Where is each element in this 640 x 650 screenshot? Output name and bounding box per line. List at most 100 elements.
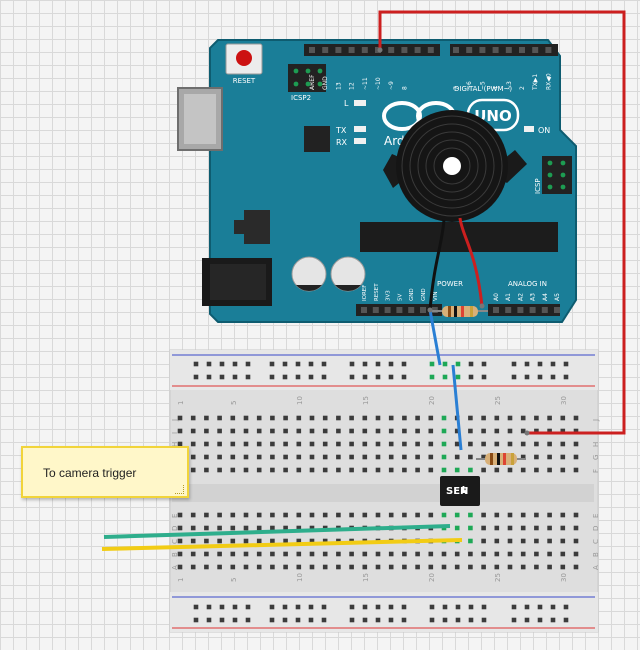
row-letter: C [171,539,179,544]
note-resize-grip[interactable] [175,485,184,494]
power-pin-label: 5V [397,294,403,301]
piezo-buzzer[interactable] [383,110,527,222]
yellow-wire[interactable] [101,538,463,551]
row-letter: J [592,419,600,422]
row-letter: E [171,514,179,518]
brand-text: Ard [384,134,405,148]
top-pin-label: 8 [401,86,408,90]
top-pin-label: 12 [349,82,356,90]
capacitor-left [291,256,327,292]
icsp2-label: ICSP2 [291,94,311,102]
breadboard-center-channel [172,484,594,502]
green-wire[interactable] [103,524,451,539]
column-number: 30 [560,396,568,405]
led-l-label: L [344,99,349,108]
breadboard-labels: 115510101515202025253030JJIIHHGGFFEEDDCC… [171,396,600,582]
icsp2-header [288,64,326,92]
top-pin-label: ~10 [375,77,382,90]
on-label: ON [538,126,550,135]
led-rx-label: RX [336,138,348,147]
row-letter: D [592,526,600,531]
column-number: 1 [177,401,185,405]
top-pin-label: ~3 [506,81,513,90]
sensor-label-suffix: 4 [461,483,468,494]
blue-wire-rail-to-sensor[interactable] [451,364,463,451]
column-number: 15 [362,396,370,405]
sensor-label: SEN [446,486,468,497]
row-letter: A [171,565,179,570]
column-number: 5 [230,578,238,582]
top-pin-label: RX◀0 [545,73,552,90]
camera-trigger-note: To camera trigger [21,446,189,498]
row-letter: A [592,565,600,570]
row-letter: H [171,442,179,447]
row-letter: B [592,552,600,557]
row-letter: D [171,526,179,531]
blue-wire-board-to-rail[interactable] [428,309,442,366]
top-pin-label: GND [322,76,329,90]
column-number: 30 [560,573,568,582]
top-pin-label: ~9 [388,81,395,90]
led-tx-label: TX [335,126,347,135]
breadboard-resistor[interactable] [476,453,526,465]
analog-pin-label: A2 [517,293,524,301]
buzzer-red-lead[interactable] [458,217,484,307]
sensor-chip[interactable]: SEN 4 [440,476,480,506]
digital-header-right [450,44,558,56]
column-number: 25 [494,396,502,405]
column-number: 20 [428,573,436,582]
breadboard[interactable]: 115510101515202025253030JJIIHHGGFFEEDDCC… [169,349,600,633]
on-led [524,126,534,132]
bottom-pin-holes [361,307,560,313]
analog-label: ANALOG IN [508,280,547,288]
power-pin-label: VIN [433,292,439,302]
column-number: 5 [230,401,238,405]
row-letter: G [592,455,600,460]
top-pin-label: 2 [519,86,526,90]
top-pin-label: ~6 [466,81,473,90]
usb-chip [304,126,330,152]
row-letter: H [592,442,600,447]
board-resistor[interactable] [432,306,488,317]
row-letter: C [592,539,600,544]
column-number: 10 [296,573,304,582]
top-pin-label: 13 [335,82,342,90]
analog-pin-label: A5 [554,293,561,301]
power-pin-label: RESET [374,283,380,301]
reset-button[interactable] [225,43,263,75]
power-pin-label: IOREF [362,285,368,301]
column-number: 1 [177,578,185,582]
breadboard-holes [177,361,579,623]
red-trigger-wire[interactable] [378,10,626,435]
voltage-regulator [244,210,270,244]
capacitor-right [330,256,366,292]
led-l [354,100,366,106]
column-number: 15 [362,573,370,582]
top-pin-label: 7 [453,86,460,90]
row-letter: F [592,469,600,473]
analog-pin-label: A1 [505,293,512,301]
top-pin-label: AREF [309,74,316,90]
microcontroller-chip [360,222,558,252]
power-label: POWER [437,280,463,288]
column-number: 20 [428,396,436,405]
icsp-label: ICSP [534,178,542,194]
column-number: 25 [494,573,502,582]
reset-label: RESET [233,77,256,85]
row-letter: I [171,432,179,434]
top-pin-label: ~5 [479,81,486,90]
power-pin-label: GND [421,288,427,301]
row-letter: E [592,514,600,518]
power-pin-label: GND [409,288,415,301]
top-pin-label: ~11 [362,77,369,90]
row-letter: B [171,552,179,557]
power-pin-label: 3V3 [386,290,392,301]
top-pin-label: TX▶1 [532,74,539,91]
analog-pin-label: A3 [530,293,537,301]
buzzer-black-lead[interactable] [428,219,446,311]
